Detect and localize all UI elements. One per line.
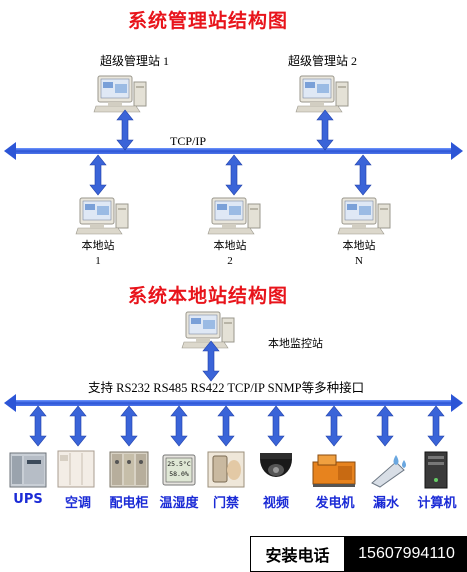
- device-arrow-cabinet: [120, 405, 138, 447]
- local-station-n-label: 本地站 N: [339, 239, 379, 269]
- interface-bus: [4, 394, 463, 412]
- local-monitor-computer: [181, 311, 235, 349]
- local-station-2-name: 本地站: [213, 240, 247, 252]
- network-label: TCP/IP: [170, 134, 207, 148]
- super-station-1-arrow: [116, 109, 134, 151]
- device-arrow-water: [376, 405, 394, 447]
- sensor-display-humidity: 58.0%: [169, 470, 189, 478]
- air-conditioner-icon: [57, 450, 95, 488]
- tcp-ip-bus: [4, 142, 463, 160]
- local-station-n-computer: [337, 197, 391, 235]
- generator-icon: [312, 454, 356, 487]
- device-arrow-aircon: [69, 405, 87, 447]
- device-arrow-generator: [325, 405, 343, 447]
- super-station-2-computer: [295, 75, 349, 113]
- local-station-1-name: 本地站: [81, 240, 115, 252]
- device-arrow-camera: [267, 405, 285, 447]
- water-leak-icon: [371, 455, 406, 488]
- device-arrow-computer: [427, 405, 445, 447]
- sensor-display-temperature: 25.5°C: [167, 460, 191, 468]
- device-arrow-ups: [29, 405, 47, 447]
- contact-box: 安装电话 15607994110: [250, 536, 467, 572]
- dome-camera-icon: [260, 453, 292, 477]
- local-station-1-arrow: [89, 154, 107, 196]
- interface-support-text: 支持 RS232 RS485 RS422 TCP/IP SNMP等多种接口: [88, 381, 365, 395]
- device-label-aircon: 空调: [64, 496, 91, 511]
- device-label-ups: UPS: [13, 492, 43, 507]
- diagram-title-main: 系统管理站结构图: [128, 10, 289, 32]
- local-monitor-label: 本地监控站: [268, 338, 323, 350]
- device-label-cabinet: 配电柜: [109, 496, 149, 511]
- local-station-1-number: 1: [95, 255, 101, 267]
- contact-phone: 15607994110: [345, 537, 467, 571]
- local-station-1-label: 本地站 1: [78, 239, 118, 269]
- device-arrow-sensor: [170, 405, 188, 447]
- sensor-display: 25.5°C 58.0%: [167, 459, 191, 479]
- local-station-2-number: 2: [227, 255, 233, 267]
- computer-tower-icon: [424, 451, 448, 489]
- device-label-computer: 计算机: [417, 496, 457, 511]
- device-label-generator: 发电机: [315, 496, 355, 511]
- device-label-access: 门禁: [212, 496, 239, 511]
- diagram-title-local: 系统本地站结构图: [128, 285, 289, 307]
- super-station-1-label: 超级管理站 1: [100, 54, 170, 68]
- device-label-camera: 视频: [262, 496, 289, 511]
- local-station-n-number: N: [355, 255, 363, 267]
- device-arrow-access: [217, 405, 235, 447]
- super-station-2-label: 超级管理站 2: [288, 54, 358, 68]
- ups-cabinet-icon: [9, 452, 47, 488]
- temperature-humidity-sensor-icon: [162, 454, 196, 486]
- access-control-icon: [207, 451, 245, 488]
- local-station-2-arrow: [225, 154, 243, 196]
- device-label-sensor: 温湿度: [159, 496, 199, 511]
- local-station-n-name: 本地站: [342, 240, 376, 252]
- local-station-2-computer: [207, 197, 261, 235]
- local-station-2-label: 本地站 2: [210, 239, 250, 269]
- device-label-water: 漏水: [372, 496, 399, 511]
- super-station-1-computer: [93, 75, 147, 113]
- local-station-n-arrow: [354, 154, 372, 196]
- local-station-1-computer: [75, 197, 129, 235]
- super-station-2-arrow: [316, 109, 334, 151]
- distribution-cabinet-icon: [109, 451, 149, 488]
- contact-label: 安装电话: [251, 537, 345, 571]
